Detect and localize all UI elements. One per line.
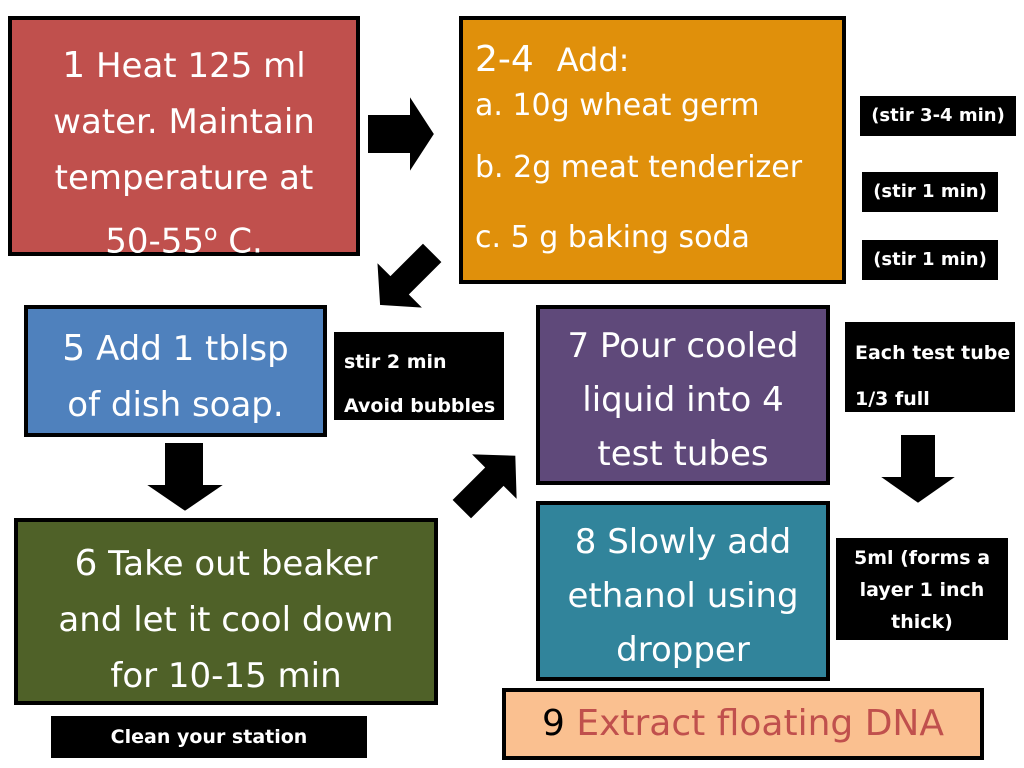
note-step-8-line-3: thick): [891, 611, 953, 633]
step-8-line-2: ethanol using: [567, 576, 799, 616]
step-8-line-1: Slowly add: [607, 522, 792, 562]
step-2-4-number: 2-4: [475, 39, 534, 80]
step-9-text: Extract floating DNA: [576, 703, 944, 744]
step-8-line-3: dropper: [616, 630, 750, 670]
arrow-up-right-icon: [449, 452, 519, 522]
step-1-line-1: Heat 125 ml: [95, 46, 306, 86]
note-stir-b: (stir 1 min): [862, 172, 998, 212]
step-2-4-title: Add:: [556, 41, 630, 79]
note-step-8-line-2: layer 1 inch: [859, 579, 985, 601]
step-5-number: 5: [62, 328, 86, 369]
note-step-7-line-1: Each test tube: [855, 342, 1011, 364]
note-step-7: Each test tube 1/3 full: [845, 322, 1015, 412]
step-6-line-3: for 10-15 min: [110, 656, 342, 696]
note-step-5: stir 2 min Avoid bubbles: [334, 332, 504, 420]
step-5-box: 5 Add 1 tblsp of dish soap.: [24, 305, 327, 437]
step-9-box: 9 Extract floating DNA: [502, 688, 984, 760]
step-6-line-1: Take out beaker: [108, 544, 378, 584]
step-2-4-box: 2-4 Add: a. 10g wheat germ b. 2g meat te…: [459, 16, 846, 284]
step-7-number: 7: [567, 326, 590, 366]
arrow-down-icon-2: [876, 433, 960, 506]
step-6-number: 6: [74, 543, 98, 584]
note-stir-a: (stir 3-4 min): [860, 96, 1016, 136]
step-7-box: 7 Pour cooled liquid into 4 test tubes: [536, 305, 830, 485]
step-8-box: 8 Slowly add ethanol using dropper: [536, 501, 830, 681]
step-6-line-2: and let it cool down: [58, 600, 394, 640]
step-1-box: 1 Heat 125 ml water. Maintain temperatur…: [8, 16, 360, 261]
step-5-line-1: Add 1 tblsp: [95, 329, 289, 369]
arrow-down-icon: [142, 441, 228, 514]
step-1-line-2: water. Maintain: [53, 102, 315, 142]
step-5-line-2: of dish soap.: [67, 385, 284, 425]
step-1-number: 1: [62, 45, 86, 86]
step-4-item-c: c. 5 g baking soda: [475, 220, 750, 255]
step-7-line-1: Pour cooled: [599, 326, 799, 366]
step-8-number: 8: [574, 522, 597, 562]
note-step-8: 5ml (forms a layer 1 inch thick): [836, 538, 1008, 640]
step-1-line-4: 50-55: [105, 221, 204, 262]
note-stir-c: (stir 1 min): [862, 240, 998, 280]
note-step-8-line-1: 5ml (forms a: [853, 547, 991, 569]
arrow-right-icon: [366, 92, 437, 176]
step-6-box: 6 Take out beaker and let it cool down f…: [14, 518, 438, 705]
step-9-number: 9: [541, 703, 565, 744]
step-2-item-a: a. 10g wheat germ: [475, 88, 760, 123]
step-1-degree: o: [203, 221, 218, 246]
step-3-item-b: b. 2g meat tenderizer: [475, 150, 803, 185]
step-7-line-2: liquid into 4: [582, 380, 784, 420]
arrow-down-left-icon: [375, 242, 445, 310]
note-step-5-line-2: Avoid bubbles: [344, 395, 496, 417]
step-1-line-4-unit: C.: [217, 221, 263, 262]
step-7-line-3: test tubes: [597, 434, 769, 474]
note-clean-station: Clean your station: [51, 716, 367, 758]
note-step-7-line-2: 1/3 full: [855, 388, 930, 410]
step-1-line-3: temperature at: [54, 158, 314, 198]
note-step-5-line-1: stir 2 min: [344, 351, 447, 373]
